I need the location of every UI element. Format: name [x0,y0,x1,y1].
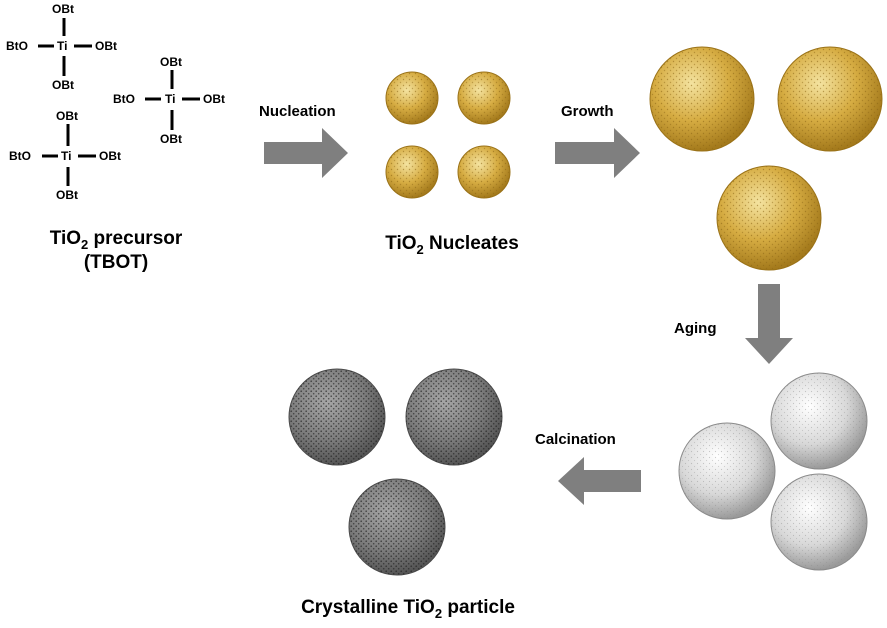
atom-label: BtO [6,39,28,53]
atom-label: OBt [56,188,78,202]
nucleates-caption: TiO2 Nucleates [352,233,552,257]
crystalline-particle-3 [348,478,446,576]
atom-label: Ti [61,149,72,163]
tbot-molecule-3 [42,124,96,186]
atom-label: BtO [113,92,135,106]
nucleate-particle-4 [457,145,511,199]
aging-arrow [745,284,793,364]
atom-label: OBt [52,2,74,16]
nucleation-label: Nucleation [259,103,336,120]
caption-text: TiO [49,228,82,249]
atom-label: OBt [160,55,182,69]
crystalline-particle-2 [405,368,503,466]
caption-subscript: 2 [434,605,443,621]
tbot-molecule-2 [145,70,200,130]
caption-text: particle [442,597,515,618]
atom-label: OBt [52,78,74,92]
growth-label: Growth [561,103,614,120]
grown-particle-2 [777,46,883,152]
crystalline-caption: Crystalline TiO2 particle [258,597,558,621]
caption-text: TiO [385,233,417,254]
grown-particle-1 [649,46,755,152]
aged-particle-2 [678,422,776,520]
tbot-molecule-1 [38,18,92,76]
caption-text: precursor [88,228,183,249]
crystalline-particle-1 [288,368,386,466]
caption-text: Crystalline TiO [301,597,435,618]
aging-label: Aging [674,320,717,337]
caption-subscript: 2 [81,236,89,252]
grown-particle-3 [716,165,822,271]
aged-particle-1 [770,372,868,470]
atom-label: Ti [165,92,176,106]
nucleate-particle-1 [385,71,439,125]
atom-label: OBt [203,92,225,106]
nucleate-particle-2 [457,71,511,125]
caption-line-2: (TBOT) [83,251,149,273]
atom-label: OBt [56,109,78,123]
atom-label: OBt [160,132,182,146]
atom-label: BtO [9,149,31,163]
calcination-label: Calcination [535,431,616,448]
atom-label: OBt [99,149,121,163]
nucleate-particle-3 [385,145,439,199]
precursor-caption: TiO2 precursor (TBOT) [18,228,214,274]
aged-particle-3 [770,473,868,571]
calcination-arrow [558,457,641,505]
growth-arrow [555,128,640,178]
caption-text: Nucleates [423,233,519,254]
atom-label: OBt [95,39,117,53]
nucleation-arrow [264,128,348,178]
caption-subscript: 2 [416,241,424,257]
atom-label: Ti [57,39,68,53]
